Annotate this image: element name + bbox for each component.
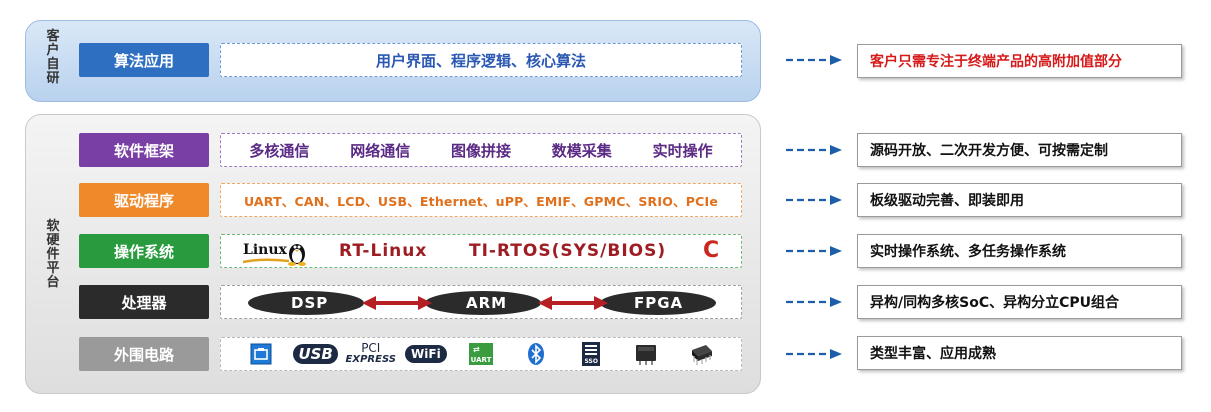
pci-express-icon-top: PCI	[361, 341, 381, 355]
relay-icon-cell	[619, 342, 674, 366]
pci-express-icon-cell: PCI EXPRESS	[343, 342, 398, 366]
driver-list: UART、CAN、LCD、USB、Ethernet、uPP、EMIF、GPMC、…	[243, 193, 719, 209]
sso-icon-label: SSO	[584, 358, 598, 365]
ethernet-icon	[250, 343, 272, 365]
processor-chain	[248, 291, 716, 315]
usb-icon-cell: USB	[288, 344, 343, 364]
arm-fpga-double-arrow	[538, 296, 608, 310]
layer-processor: 处理器	[79, 285, 209, 319]
os-content-box: Linux RT-Linux TI-RTOS(SYS/BIOS) C	[220, 234, 742, 268]
algorithm-content: 用户界面、程序逻辑、核心算法	[375, 51, 586, 70]
sso-icon-cell: SSO	[564, 342, 619, 366]
arrow-os	[786, 246, 842, 256]
platform-label: 软硬件平台	[46, 219, 60, 290]
uart-icon: ⇄ UART	[468, 343, 493, 365]
note-peripherals: 类型丰富、应用成熟	[857, 336, 1182, 370]
software-item: 实时操作	[652, 141, 713, 160]
arrow-software	[786, 145, 842, 155]
note-drivers: 板级驱动完善、即装即用	[857, 183, 1182, 217]
algorithm-content-box: 用户界面、程序逻辑、核心算法	[220, 43, 742, 77]
fpga-chip-shape	[600, 291, 716, 315]
relay-icon	[636, 345, 657, 365]
layer-peripherals: 外围电路	[79, 337, 209, 371]
arrow-processor	[786, 297, 842, 307]
dsp-chip-shape	[248, 291, 364, 315]
processor-content-box: DSP ARM FPGA	[220, 285, 742, 319]
chip-dsp: DSP	[291, 294, 329, 312]
chip-arm: ARM	[466, 294, 508, 312]
software-content-box: 多核通信 网络通信 图像拼接 数模采集 实时操作	[220, 133, 742, 167]
layer-os: 操作系统	[79, 234, 209, 268]
ethernet-icon-cell	[233, 343, 288, 365]
os-c-logo: C	[703, 238, 721, 263]
uart-icon-label: UART	[470, 356, 492, 364]
dsp-arm-double-arrow	[362, 296, 432, 310]
bluetooth-icon-cell	[509, 342, 564, 366]
layer-algorithm-app: 算法应用	[79, 43, 209, 77]
bluetooth-icon	[528, 343, 545, 365]
driver-content-box: UART、CAN、LCD、USB、Ethernet、uPP、EMIF、GPMC、…	[220, 183, 742, 217]
wifi-icon-cell: WiFi	[398, 345, 453, 363]
software-item: 图像拼接	[450, 141, 511, 160]
software-item: 网络通信	[350, 141, 411, 160]
arrow-drivers	[786, 195, 842, 205]
ic-chip-icon	[692, 345, 713, 365]
note-processor: 异构/同构多核SoC、异构分立CPU组合	[857, 285, 1182, 319]
linux-logo: Linux	[243, 240, 309, 266]
linux-logo-underline	[243, 258, 289, 264]
wifi-icon: WiFi	[405, 345, 447, 363]
sso-icon: SSO	[582, 342, 601, 366]
os-ti-rtos: TI-RTOS(SYS/BIOS)	[469, 241, 667, 261]
note-os: 实时操作系统、多任务操作系统	[857, 234, 1182, 268]
arm-chip-shape	[425, 291, 541, 315]
os-rt-linux: RT-Linux	[339, 241, 428, 261]
customer-dev-label: 客户自研	[46, 29, 60, 86]
note-algorithm: 客户只需专注于终端产品的高附加值部分	[857, 44, 1182, 78]
uart-icon-cell: ⇄ UART	[453, 343, 508, 365]
usb-icon: USB	[293, 344, 338, 364]
chip-fpga: FPGA	[634, 294, 684, 312]
layer-drivers: 驱动程序	[79, 183, 209, 217]
layer-software-framework: 软件框架	[79, 133, 209, 167]
note-software: 源码开放、二次开发方便、可按需定制	[857, 133, 1182, 167]
pci-express-icon-bottom: EXPRESS	[345, 354, 396, 365]
arrow-peripherals	[786, 349, 842, 359]
arrow-algorithm	[786, 55, 842, 65]
linux-logo-text: Linux	[243, 242, 287, 258]
tux-penguin-icon	[288, 244, 306, 266]
software-item: 数模采集	[551, 141, 612, 160]
peripheral-content-box: USB PCI EXPRESS WiFi ⇄ UART SSO	[220, 337, 742, 371]
software-item: 多核通信	[249, 141, 310, 160]
ic-chip-icon-cell	[674, 342, 729, 366]
